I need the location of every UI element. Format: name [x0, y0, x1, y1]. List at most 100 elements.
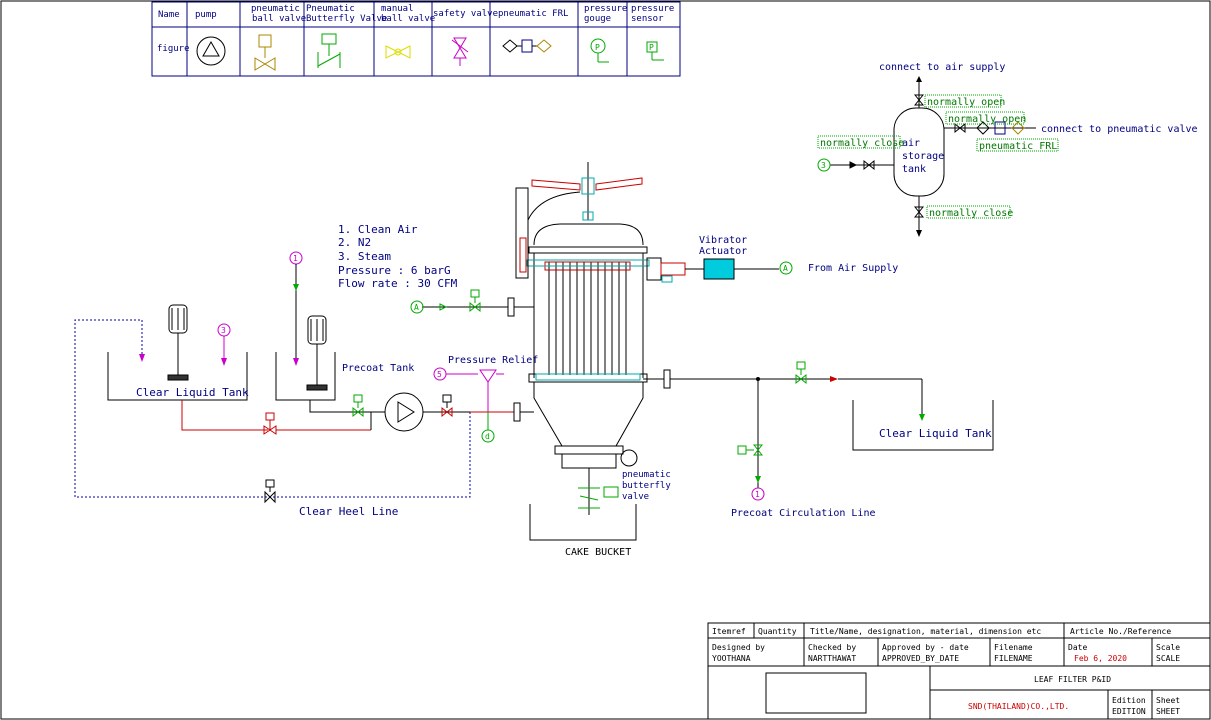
node-d-label: d [485, 432, 490, 441]
bottom-butterfly-valve[interactable] [578, 486, 619, 509]
valve-air-left[interactable] [849, 159, 875, 171]
connect-pneumatic-valve-label: connect to pneumatic valve [1041, 124, 1198, 135]
valve-green-precoat[interactable] [352, 394, 364, 418]
bottom-handwheel[interactable] [620, 449, 638, 467]
note-normally-close-2-text: normally close [929, 208, 1013, 219]
air-storage-label-2: storage [902, 151, 944, 162]
tb-sheet: SHEET [1156, 707, 1180, 716]
legend-frl-icon [502, 39, 552, 53]
note-pneumatic-frl-text: pneumatic FRL [979, 141, 1057, 152]
legend-pump-icon [196, 36, 226, 66]
tb-edition-label: Edition [1112, 696, 1146, 705]
note-normally-open-1-text: normally open [927, 97, 1005, 108]
node-3-air-label: 3 [821, 161, 826, 170]
agitator-precoat [306, 315, 328, 391]
feed-pump[interactable] [384, 392, 424, 432]
tb-scale-label: Scale [1156, 643, 1180, 652]
node-A-right [779, 261, 793, 275]
bottom-valve-label-3: valve [622, 492, 649, 502]
agitator-left [167, 304, 189, 381]
top-handwheel[interactable] [531, 162, 643, 221]
tb-sheet-label: Sheet [1156, 696, 1180, 705]
clear-heel-line-label: Clear Heel Line [299, 505, 398, 518]
bottom-valve-label-1: pneumatic [622, 470, 671, 480]
vessel-side-frame [515, 187, 581, 279]
tb-drawing-title: LEAF FILTER P&ID [1034, 675, 1111, 684]
legend-pressure-sensor-icon [646, 41, 664, 61]
title-block [707, 622, 1211, 720]
tb-scale: SCALE [1156, 654, 1180, 663]
air-storage-label-1: air [902, 138, 920, 149]
vibrator-label-2: Actuator [699, 246, 747, 257]
tb-checked-label: Checked by [808, 643, 856, 652]
media-line-5: Flow rate : 30 CFM [338, 277, 458, 290]
tb-quantity: Quantity [758, 627, 797, 636]
tb-designed: YOOTHANA [712, 654, 751, 663]
precoat-tank-label: Precoat Tank [342, 363, 414, 374]
precoat-tank [275, 352, 336, 401]
pressure-relief-valve[interactable] [479, 369, 504, 412]
media-line-2: 2. N2 [338, 236, 371, 249]
clear-liquid-tank-right [852, 400, 994, 451]
tb-itemref: Itemref [712, 627, 746, 636]
pressure-relief-label: Pressure Relief [448, 355, 538, 366]
valve-air-bottom[interactable] [913, 206, 925, 218]
clear-liquid-tank-left [107, 352, 248, 401]
note-normally-close-2 [926, 205, 1011, 219]
leaf-filter-vessel [528, 223, 648, 469]
tb-filename: FILENAME [994, 654, 1033, 663]
media-line-1: 1. Clean Air [338, 223, 418, 236]
valve-red-1[interactable] [263, 412, 277, 435]
vessel-cyan-band-top [526, 259, 650, 267]
tb-approved: APPROVED_BY_DATE [882, 654, 959, 663]
legend-gouge-letter: P [595, 43, 600, 52]
cake-bucket [529, 504, 637, 541]
legend-pneumatic-frl: pneumatic FRL [498, 9, 568, 19]
tb-company: SND(THAILAND)CO.,LTD. [968, 702, 1069, 711]
tb-article: Article No./Reference [1070, 627, 1171, 636]
tb-filename-label: Filename [994, 643, 1033, 652]
node-3-left-label: 3 [221, 326, 226, 335]
air-storage-label-3: tank [902, 164, 926, 175]
note-normally-open-2-text: normally open [948, 114, 1026, 125]
note-normally-open-1 [924, 94, 1002, 108]
connect-air-supply-label: connect to air supply [879, 62, 1005, 73]
valve-air-right[interactable] [954, 122, 966, 134]
symbol-legend [151, 1, 681, 77]
legend-butterfly-valve-icon [317, 33, 341, 68]
clear-heel-line [74, 319, 471, 498]
tank-outlet-red [181, 400, 268, 431]
note-normally-close-1-text: normally close [820, 138, 904, 149]
clear-liquid-tank-right-label: Clear Liquid Tank [879, 427, 992, 440]
valve-outlet[interactable] [795, 361, 807, 385]
media-line-4: Pressure : 6 barG [338, 264, 451, 277]
precoat-circulation-label: Precoat Circulation Line [731, 508, 876, 519]
legend-safety-valve-icon [451, 37, 469, 66]
vibrator-assembly[interactable] [646, 257, 779, 283]
tb-date-label: Date [1068, 643, 1087, 652]
legend-manual-ball-valve-icon [385, 45, 411, 59]
valve-air-top[interactable] [913, 94, 925, 106]
valve-air-inlet[interactable] [439, 289, 481, 313]
node-5-label: 5 [437, 370, 442, 379]
clear-liquid-tank-left-label: Clear Liquid Tank [136, 386, 249, 399]
vibrator-label-1: Vibrator [699, 235, 747, 246]
tb-approved-label: Approved by - date [882, 643, 969, 652]
from-air-supply-label: From Air Supply [808, 263, 898, 274]
bottom-valve-label-2: butterfly [622, 481, 671, 491]
node-A-right-label: A [783, 264, 788, 273]
valve-heel[interactable] [264, 479, 276, 504]
legend-name-label: Name [158, 10, 180, 20]
heel-arrow [139, 354, 145, 362]
valve-circulation[interactable] [737, 444, 764, 456]
legend-pump: pump [195, 10, 217, 20]
legend-safety-valve: safety valve [433, 9, 498, 19]
valve-pump-discharge[interactable] [441, 394, 453, 418]
media-line-3: 3. Steam [338, 250, 391, 263]
legend-sensor-letter: P [649, 43, 654, 52]
